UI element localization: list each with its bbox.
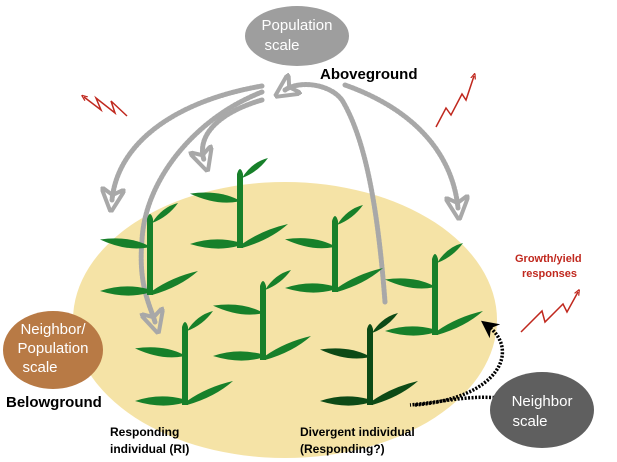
plant-icon — [100, 203, 198, 296]
curved-arrow-icon — [138, 89, 265, 322]
population-scale-label-line1: Population — [262, 17, 333, 34]
zigzag-arrow-icon — [520, 292, 578, 333]
curved-arrow-icon — [285, 85, 388, 305]
divergent-plant-icon — [320, 313, 418, 406]
neighbor-population-label-line1: Neighbor/ — [20, 321, 86, 338]
belowground-label: Belowground — [6, 394, 102, 411]
neighbor-scale-label-line1: Neighbor — [512, 393, 573, 410]
neighbor-scale-bubble: Neighbor scale — [490, 372, 594, 448]
growth-yield-label-line1: Growth/yield — [515, 253, 582, 265]
neighbor-scale-label-line2: scale — [512, 413, 547, 430]
plant-icon — [190, 158, 288, 249]
growth-yield-label-line2: responses — [522, 268, 577, 280]
zigzag-arrow-icon — [84, 97, 128, 117]
plant-icon — [213, 270, 311, 361]
population-scale-label-line2: scale — [264, 37, 299, 54]
responding-individual-label-line1: Responding — [110, 425, 179, 439]
neighbor-population-label-line3: scale — [22, 359, 57, 376]
plant-icon — [385, 243, 483, 336]
divergent-individual-label-line2: (Responding?) — [300, 442, 385, 456]
neighbor-population-label-line2: Population — [18, 340, 89, 357]
population-arrows — [112, 85, 458, 322]
plant-icon — [285, 205, 383, 293]
divergent-individual-label-line1: Divergent individual — [300, 425, 415, 439]
aboveground-label: Aboveground — [320, 66, 418, 83]
curved-arrow-icon — [112, 83, 265, 200]
curved-arrow-icon — [342, 82, 458, 208]
zigzag-arrow-icon — [435, 76, 474, 128]
soil-patch — [73, 182, 497, 458]
neighbor-arrow-icon — [409, 326, 505, 407]
plants-group — [100, 158, 483, 406]
plant-icon — [135, 311, 233, 406]
neighbor-population-scale-bubble: Neighbor/ Population scale — [3, 311, 103, 389]
responding-individual-label-line2: individual (RI) — [110, 442, 189, 456]
curved-arrow-icon — [202, 97, 265, 160]
population-scale-bubble: Population scale — [245, 6, 349, 66]
